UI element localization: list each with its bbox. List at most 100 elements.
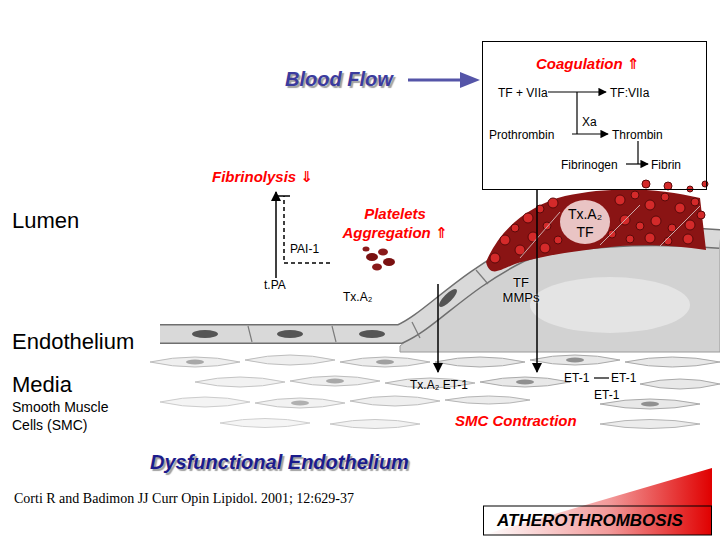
red-cell bbox=[548, 198, 558, 208]
smooth-muscle-cell bbox=[220, 419, 310, 428]
cell-junction bbox=[332, 326, 336, 342]
cell-nucleus bbox=[566, 358, 584, 363]
node-text: Fibrinogen bbox=[561, 158, 618, 172]
node-text: Thrombin bbox=[612, 128, 663, 142]
annotation-label: Fibrinolysis ⇓ bbox=[212, 168, 313, 186]
red-cell bbox=[636, 222, 644, 230]
cascade-line bbox=[576, 92, 577, 134]
smooth-muscle-cell bbox=[530, 355, 620, 365]
txa2-arrow bbox=[437, 284, 439, 372]
annotation-label: ET-1 bbox=[564, 371, 589, 385]
annotation-label: PAI-1 bbox=[290, 242, 319, 256]
red-cell bbox=[675, 203, 685, 213]
et1-link bbox=[594, 377, 609, 378]
annotation-label: Media bbox=[12, 372, 72, 398]
annotation-label: Smooth Muscle Cells (SMC) bbox=[12, 398, 132, 434]
red-cell bbox=[685, 220, 695, 230]
flow-arrow-head bbox=[460, 72, 480, 88]
annotation-label: t.PA bbox=[264, 278, 286, 292]
endothelial-layer bbox=[160, 236, 720, 334]
smooth-muscle-cell bbox=[625, 357, 720, 367]
platelet bbox=[363, 247, 370, 252]
red-cell bbox=[490, 253, 500, 263]
platelet bbox=[383, 258, 395, 266]
node-heading: Coagulation ⇑ bbox=[536, 55, 639, 73]
annotation-label: Tx.A₂ TF bbox=[564, 205, 606, 241]
cell-nucleus bbox=[277, 330, 303, 338]
annotation-label: Tx.A₂ ET-1 bbox=[410, 378, 468, 392]
cell-junction bbox=[476, 270, 488, 284]
smooth-muscle-cell bbox=[330, 420, 420, 429]
smooth-muscle-cell bbox=[640, 379, 720, 389]
red-cell bbox=[511, 224, 519, 232]
cell-nucleus bbox=[186, 360, 204, 365]
annotation-label: Blood Flow bbox=[285, 67, 393, 91]
tpa-arrow bbox=[275, 192, 277, 278]
diagram-caption: Dysfunctional Endothelium bbox=[150, 450, 409, 474]
cell-nucleus bbox=[291, 401, 309, 406]
smooth-muscle-cell bbox=[480, 377, 570, 387]
smooth-muscle-cell bbox=[245, 355, 335, 365]
annotation-label: ET-1 bbox=[611, 371, 636, 385]
red-cell bbox=[702, 181, 708, 187]
red-cell bbox=[608, 230, 616, 238]
gradient-wedge bbox=[483, 468, 712, 535]
smooth-muscle-cell bbox=[150, 357, 240, 367]
et1-arrow bbox=[536, 190, 538, 372]
cell-nucleus bbox=[376, 360, 394, 365]
cell-nucleus bbox=[359, 330, 385, 338]
cell-nucleus bbox=[641, 402, 659, 407]
red-cell bbox=[645, 200, 655, 210]
thrombus bbox=[486, 189, 706, 271]
red-cell bbox=[540, 243, 550, 253]
cell-nucleus bbox=[192, 330, 218, 338]
node-text: TF + VIIa bbox=[498, 86, 548, 100]
red-cell bbox=[523, 213, 533, 223]
endothelium-outline bbox=[160, 236, 720, 334]
smooth-muscle-cell bbox=[255, 398, 345, 408]
red-cell bbox=[642, 180, 650, 188]
smooth-muscle-cell bbox=[445, 396, 530, 404]
process-box: Coagulation ⇑TF + VIIaTF:VIIaXaProthromb… bbox=[482, 41, 707, 190]
smooth-muscle-layer bbox=[150, 355, 720, 429]
red-cell bbox=[651, 216, 661, 226]
cascade-arrow bbox=[626, 163, 648, 164]
annotation-label: TF MMPs bbox=[493, 275, 549, 305]
red-cell bbox=[631, 191, 639, 199]
annotation-label: Corti R and Badimon JJ Curr Opin Lipidol… bbox=[14, 490, 354, 507]
smooth-muscle-cell bbox=[600, 420, 700, 429]
flow-arrow-shaft bbox=[408, 79, 462, 82]
smooth-muscle-cell bbox=[340, 357, 430, 367]
cascade-line bbox=[637, 141, 638, 164]
red-cell bbox=[661, 193, 669, 201]
title-wedge: ATHEROTHROMBOSIS bbox=[483, 466, 713, 536]
node-text: Fibrin bbox=[651, 158, 681, 172]
cell-nucleus bbox=[326, 379, 344, 384]
annotation-label: Platelets Aggregation ⇑ bbox=[330, 204, 460, 242]
red-cell bbox=[664, 182, 672, 190]
node-text: Prothrombin bbox=[489, 128, 554, 142]
annotation-label: Tx.A₂ bbox=[343, 290, 372, 304]
smooth-muscle-cell bbox=[160, 397, 250, 407]
node-heading: ATHEROTHROMBOSIS bbox=[497, 511, 683, 531]
red-cell bbox=[691, 198, 699, 206]
pai-inhibition-line bbox=[284, 196, 330, 263]
cell-junction bbox=[248, 326, 252, 342]
red-cell bbox=[645, 233, 655, 243]
annotation-label: Endothelium bbox=[12, 329, 134, 355]
cell-junction bbox=[412, 322, 420, 338]
red-cell bbox=[500, 235, 510, 245]
annotation-label: ET-1 bbox=[594, 388, 619, 402]
thrombus-light-area bbox=[560, 200, 610, 244]
node-text: Xa bbox=[582, 115, 597, 129]
red-cell bbox=[615, 195, 625, 205]
plaque-core bbox=[530, 277, 690, 333]
smooth-muscle-cell bbox=[195, 377, 285, 387]
red-cell bbox=[554, 236, 562, 244]
cascade-arrow bbox=[572, 133, 608, 134]
smooth-muscle-cell bbox=[350, 396, 440, 406]
annotation-label: SMC Contraction bbox=[455, 412, 577, 430]
annotation-label: Lumen bbox=[12, 208, 79, 234]
smooth-muscle-cell bbox=[290, 376, 380, 386]
